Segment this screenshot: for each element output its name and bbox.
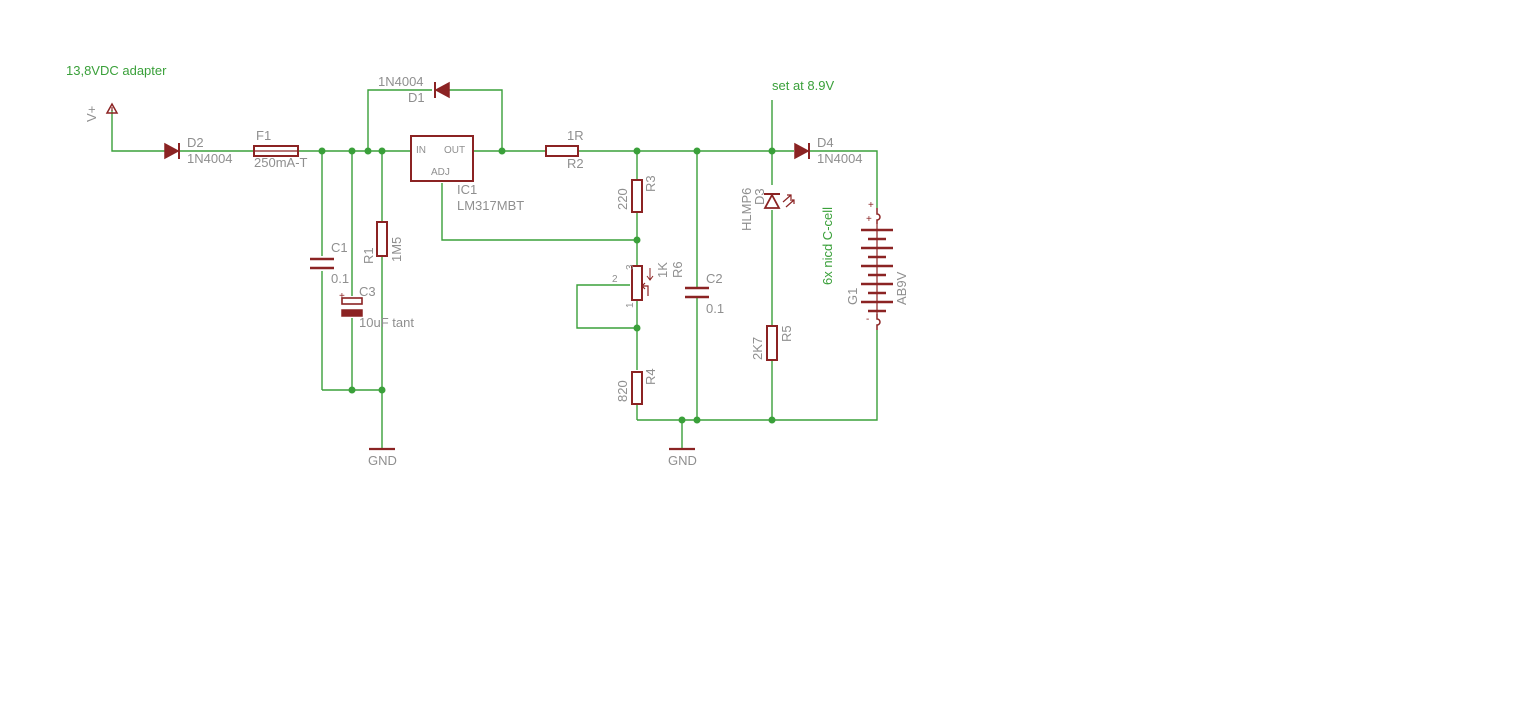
r2-value: 1R (567, 128, 584, 143)
r3-resistor: 220 R3 (615, 175, 658, 213)
c3-polarity: + (339, 291, 345, 302)
gnd-left-symbol: GND (368, 447, 397, 468)
wires (111, 89, 878, 448)
c2-value: 0.1 (706, 301, 724, 316)
r6-value: 1K (655, 262, 670, 278)
g1-plus-label: + (868, 200, 874, 211)
g1-plus-pin: + (866, 214, 872, 225)
r2-resistor: 1R R2 (545, 128, 584, 171)
c2-capacitor: C2 0.1 (685, 271, 724, 316)
d1-name: D1 (408, 90, 425, 105)
vplus-label: V+ (84, 106, 99, 122)
set-voltage-note: set at 8.9V (772, 78, 834, 93)
r5-value: 2K7 (750, 337, 765, 360)
d4-name: D4 (817, 135, 834, 150)
r3-name: R3 (643, 175, 658, 192)
r4-name: R4 (643, 368, 658, 385)
d2-diode: D2 1N4004 (164, 135, 233, 166)
g1-minus-pin: - (866, 314, 869, 325)
ic1-pin-in: IN (416, 145, 426, 156)
junctions (318, 147, 776, 424)
d3-name: D3 (752, 188, 767, 205)
r3-value: 220 (615, 188, 630, 210)
ic1-name: IC1 (457, 182, 477, 197)
c1-name: C1 (331, 240, 348, 255)
d4-diode: D4 1N4004 (794, 135, 863, 166)
r6-trimmer: 3 2 1 1K R6 (612, 261, 685, 308)
gnd-right-label: GND (668, 453, 697, 468)
g1-battery: + + - G1 AB9V (845, 200, 909, 330)
gnd-right-symbol: GND (668, 447, 697, 468)
r1-value: 1M5 (389, 237, 404, 262)
c1-value: 0.1 (331, 271, 349, 286)
c2-name: C2 (706, 271, 723, 286)
f1-fuse: F1 250mA-T (253, 128, 308, 170)
d3-led: HLMP6 D3 (739, 188, 795, 231)
r6-name: R6 (670, 261, 685, 278)
ic1-pin-adj: ADJ (431, 167, 450, 178)
ic1-regulator: IN OUT ADJ IC1 LM317MBT (410, 135, 524, 213)
r6-pin3: 3 (625, 264, 636, 270)
d4-value: 1N4004 (817, 151, 863, 166)
r1-resistor: R1 1M5 (361, 221, 404, 264)
c3-name: C3 (359, 284, 376, 299)
d1-diode: 1N4004 D1 (378, 74, 450, 105)
r6-pin1: 1 (625, 302, 636, 308)
r6-pin2: 2 (612, 274, 618, 285)
r4-value: 820 (615, 380, 630, 402)
f1-value: 250mA-T (254, 155, 308, 170)
ic1-pin-out: OUT (444, 145, 465, 156)
g1-value: AB9V (894, 271, 909, 305)
r2-name: R2 (567, 156, 584, 171)
ic1-value: LM317MBT (457, 198, 524, 213)
r1-name: R1 (361, 247, 376, 264)
r5-resistor: 2K7 R5 (750, 325, 794, 361)
g1-name: G1 (845, 288, 860, 305)
battery-note: 6x nicd C-cell (820, 207, 835, 285)
d1-value: 1N4004 (378, 74, 424, 89)
d3-value: HLMP6 (739, 188, 754, 231)
gnd-left-label: GND (368, 453, 397, 468)
c3-capacitor: + C3 10uF tant (339, 284, 414, 330)
d2-name: D2 (187, 135, 204, 150)
f1-name: F1 (256, 128, 271, 143)
r4-resistor: 820 R4 (615, 368, 658, 405)
d2-value: 1N4004 (187, 151, 233, 166)
vplus-supply-symbol: V+ (84, 102, 119, 122)
c1-capacitor: C1 0.1 (310, 240, 349, 286)
c3-value: 10uF tant (359, 315, 414, 330)
r5-name: R5 (779, 325, 794, 342)
adapter-note: 13,8VDC adapter (66, 63, 167, 78)
